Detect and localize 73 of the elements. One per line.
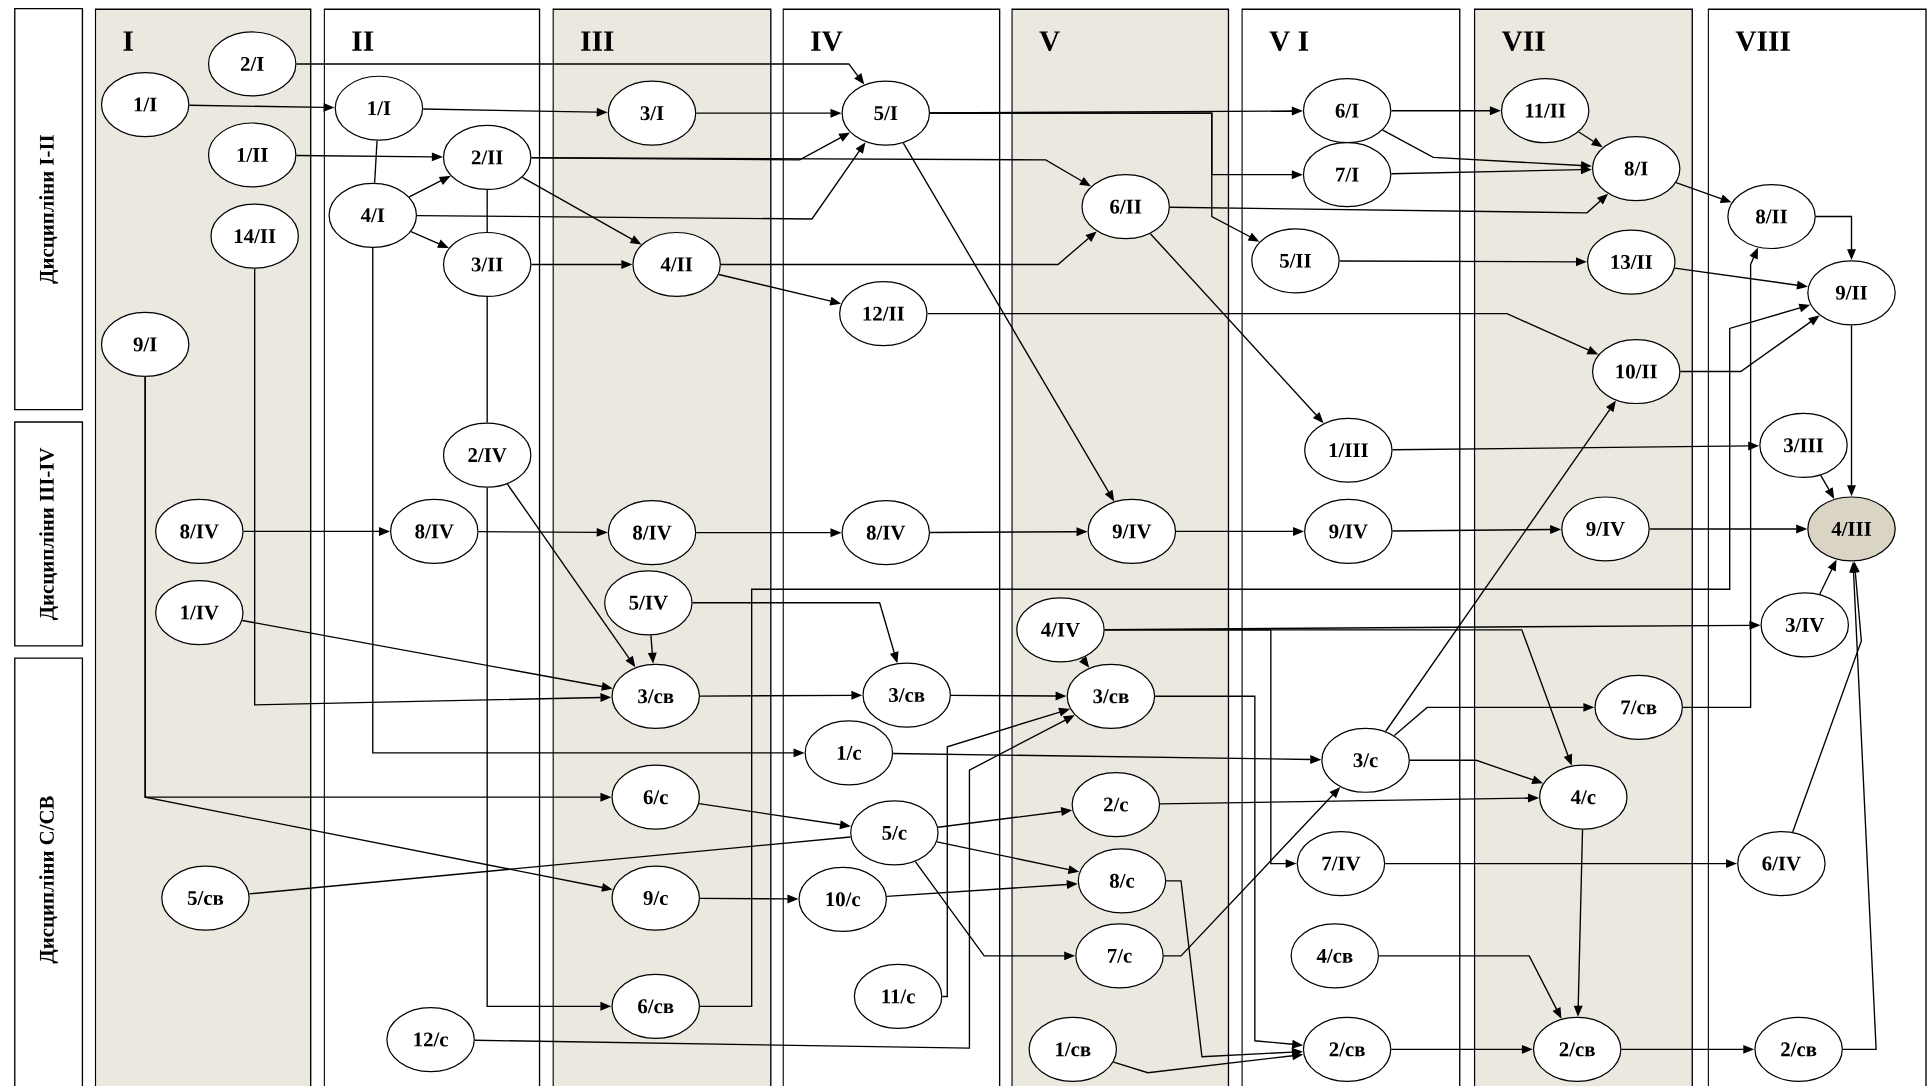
ellipse-node: 3/св [1066, 663, 1156, 729]
ellipse-node: 9/I [100, 311, 190, 377]
ellipse-node: 7/с [1075, 923, 1164, 989]
ellipse-node: 8/IV [390, 498, 479, 564]
ellipse-node: 2/IV [442, 422, 532, 488]
ellipse-node: 10/с [798, 866, 887, 932]
ellipse-node: 1/с [804, 720, 894, 786]
ellipse-node: 4/III [1807, 496, 1896, 562]
ellipse-node: 1/св [1028, 1016, 1118, 1082]
ellipse-node: 3/св [611, 663, 700, 729]
side-label-box: Дисципліни I-II [14, 7, 84, 411]
connector-line [373, 140, 378, 184]
ellipse-node: 14/II [210, 203, 299, 269]
ellipse-node: 5/с [850, 800, 939, 866]
ellipse-node: 5/св [161, 865, 250, 931]
ellipse-node: 4/IV [1016, 597, 1105, 663]
ellipse-node: 9/II [1807, 260, 1896, 326]
ellipse-node: 7/св [1594, 674, 1683, 740]
connector-line [248, 836, 852, 895]
ellipse-node: 2/св [1754, 1016, 1843, 1082]
ellipse-node: 11/II [1500, 77, 1590, 144]
connector-line [486, 189, 488, 233]
ellipse-node: 8/с [1077, 848, 1167, 914]
ellipse-node: 9/IV [1087, 498, 1177, 564]
ellipse-node: 1/IV [155, 579, 244, 646]
arrow [1149, 232, 1324, 423]
ellipse-node: 8/I [1591, 135, 1681, 201]
ellipse-node: 2/I [207, 31, 297, 97]
ellipse-node: 3/II [442, 231, 532, 297]
ellipse-node: 6/I [1302, 77, 1392, 144]
ellipse-node: 4/св [1290, 923, 1380, 989]
ellipse-node: 3/III [1759, 412, 1848, 478]
ellipse-node: 4/II [632, 231, 721, 297]
ellipse-node: 3/св [862, 662, 951, 728]
ellipse-node: 4/I [328, 182, 418, 248]
ellipse-node: 12/II [839, 280, 928, 347]
ellipse-node: 9/с [611, 865, 700, 931]
ellipse-node: 8/IV [607, 499, 697, 566]
ellipse-node: 12/с [386, 1006, 475, 1072]
ellipse-node: 2/II [442, 124, 532, 190]
ellipse-node: 11/с [853, 963, 943, 1029]
ellipse-node: 1/II [207, 122, 297, 188]
ellipse-node: 7/I [1302, 141, 1392, 208]
ellipse-node: 6/с [611, 764, 700, 830]
connector-line [486, 296, 488, 424]
ellipse-node: 8/IV [841, 499, 931, 566]
ellipse-node: 9/IV [1304, 498, 1393, 564]
ellipse-node: 1/I [334, 75, 424, 141]
ellipse-node: 8/IV [155, 498, 244, 564]
ellipse-node: 6/II [1081, 173, 1170, 240]
ellipse-node: 3/I [607, 80, 697, 146]
ellipse-node: 1/III [1304, 417, 1393, 483]
ellipse-node: 4/с [1539, 764, 1628, 830]
side-label-box: Дисципліни III-IV [14, 421, 84, 647]
ellipse-node: 7/IV [1296, 830, 1386, 897]
ellipse-node: 2/св [1302, 1016, 1392, 1082]
ellipse-node: 3/с [1321, 727, 1410, 793]
ellipse-node: 10/II [1591, 338, 1681, 404]
ellipse-node: 5/I [841, 80, 931, 146]
ellipse-node: 9/IV [1561, 496, 1650, 562]
ellipse-node: 2/св [1532, 1016, 1622, 1082]
ellipse-node: 8/II [1727, 183, 1816, 249]
ellipse-node: 1/I [100, 71, 190, 137]
ellipse-node: 5/IV [604, 570, 693, 636]
ellipse-node: 2/с [1071, 771, 1161, 837]
ellipse-node: 13/II [1587, 229, 1676, 295]
ellipse-node: 3/IV [1760, 592, 1850, 658]
side-label-box: Дисципліни С/СВ [14, 657, 84, 1086]
ellipse-node: 5/II [1251, 228, 1340, 294]
arrow [720, 231, 1097, 265]
ellipse-node: 6/св [611, 973, 700, 1039]
arrow [416, 142, 866, 220]
ellipse-node: 6/IV [1737, 830, 1826, 897]
